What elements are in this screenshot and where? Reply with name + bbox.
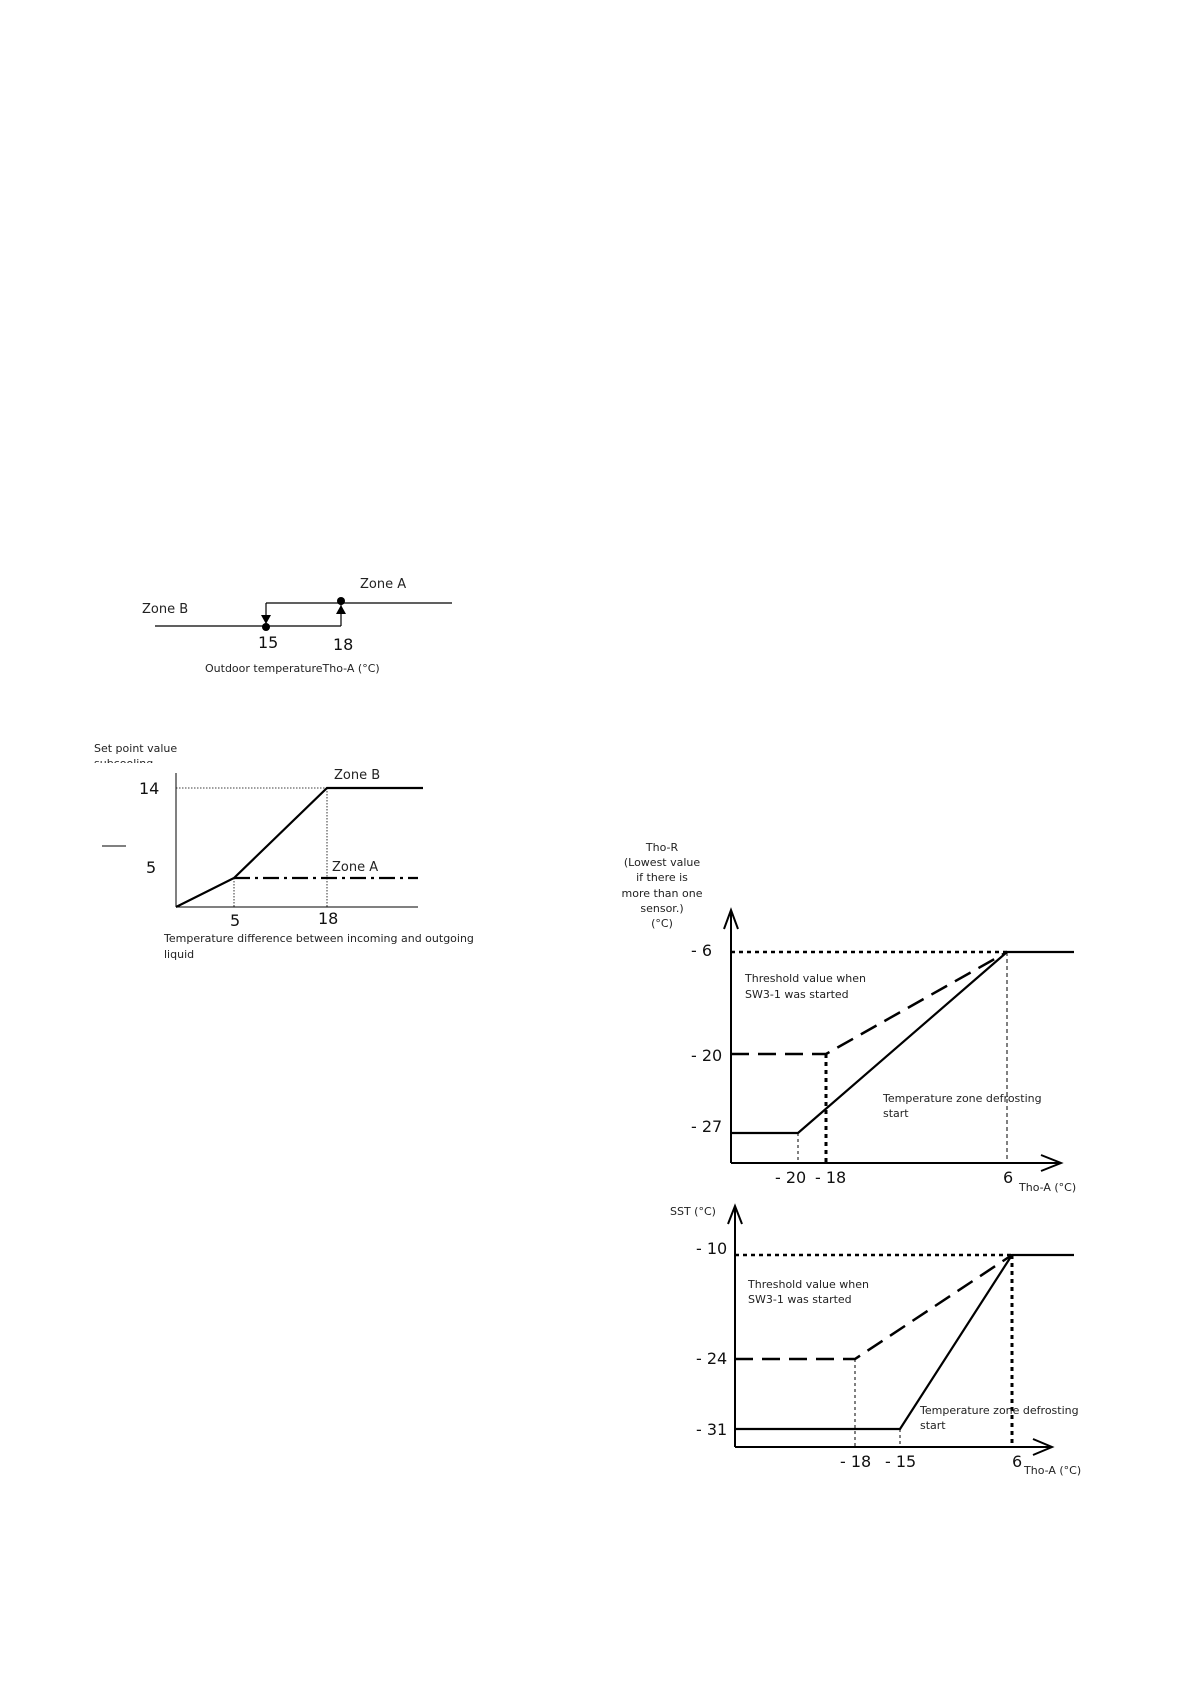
threshold-curve (731, 950, 1008, 1056)
threshold-curve (735, 1253, 1013, 1361)
ylabel-line-3: if there is (636, 871, 688, 884)
y-axis-arrow-icon (723, 907, 739, 930)
axis-label: Outdoor temperatureTho-A (°C) (205, 662, 380, 675)
zone-b-curve (175, 786, 423, 908)
ylabel-line2-clipped: subcooling (94, 757, 153, 770)
dot-15 (262, 623, 270, 631)
x-tick-minus18: - 18 (840, 1452, 871, 1471)
ylabel-line1: Set point value (94, 742, 177, 755)
zone-a-label: Zone A (332, 860, 378, 875)
x-tick-minus15: - 15 (885, 1452, 916, 1471)
zone-line2: start (920, 1419, 946, 1432)
zone-a-label: Zone A (360, 577, 406, 592)
y-tick-minus10: - 10 (696, 1239, 727, 1258)
xlabel-line1: Temperature difference between incoming … (163, 932, 474, 945)
sst-chart: SST (°C) - 10 - 24 - 31 - 18 - 15 6 Tho-… (670, 1203, 1081, 1477)
zone-line1: Temperature zone defrosting (919, 1404, 1079, 1417)
x-axis-arrow-icon (1040, 1154, 1064, 1172)
x-axis-arrow-icon (1032, 1438, 1055, 1456)
x-tick-minus18: - 18 (815, 1168, 846, 1187)
x-tick-minus20: - 20 (775, 1168, 806, 1187)
threshold-line2: SW3-1 was started (748, 1293, 852, 1306)
y-tick-minus6: - 6 (691, 941, 712, 960)
thor-chart: Tho-R (Lowest value if there is more tha… (622, 841, 1077, 1194)
ylabel-line-2: (Lowest value (624, 856, 701, 869)
defrost-curve (735, 1253, 1074, 1431)
y-tick-minus24: - 24 (696, 1349, 727, 1368)
y-tick-14: 14 (139, 779, 159, 798)
zone-b-label: Zone B (142, 602, 188, 617)
x-tick-18: 18 (318, 909, 338, 928)
xlabel-line2: liquid (164, 948, 194, 961)
ylabel-line-1: Tho-R (645, 841, 679, 854)
zone-line2: start (883, 1107, 909, 1120)
xlabel: Tho-A (°C) (1018, 1181, 1076, 1194)
x-tick-6: 6 (1003, 1168, 1013, 1187)
threshold-line1: Threshold value when (744, 972, 866, 985)
defrost-curve (731, 950, 1074, 1135)
down-arrow-icon (261, 615, 271, 624)
zone-line1: Temperature zone defrosting (882, 1092, 1042, 1105)
tick-18: 18 (333, 635, 353, 654)
zone-b-label: Zone B (334, 768, 380, 783)
hysteresis-diagram: Zone B Zone A 15 18 Outdoor temperatureT… (142, 577, 452, 675)
y-axis-arrow-icon (727, 1203, 743, 1225)
threshold-line1: Threshold value when (747, 1278, 869, 1291)
up-arrow-icon (336, 605, 346, 614)
xlabel: Tho-A (°C) (1023, 1464, 1081, 1477)
subcooling-chart: Set point value subcooling 14 5 5 18 Zon… (94, 742, 474, 961)
tick-15: 15 (258, 633, 278, 652)
ylabel: SST (°C) (670, 1205, 716, 1218)
ylabel-line2: subcooling (94, 757, 153, 770)
threshold-line2: SW3-1 was started (745, 988, 849, 1001)
y-tick-minus27: - 27 (691, 1117, 722, 1136)
ylabel-line-5: sensor.) (640, 902, 683, 915)
y-tick-minus31: - 31 (696, 1420, 727, 1439)
ylabel-line-6: (°C) (651, 917, 673, 930)
x-tick-5: 5 (230, 911, 240, 930)
ylabel-line-4: more than one (622, 887, 703, 900)
y-tick-5: 5 (146, 858, 156, 877)
x-tick-6: 6 (1012, 1452, 1022, 1471)
y-tick-minus20: - 20 (691, 1046, 722, 1065)
dot-18 (337, 597, 345, 605)
